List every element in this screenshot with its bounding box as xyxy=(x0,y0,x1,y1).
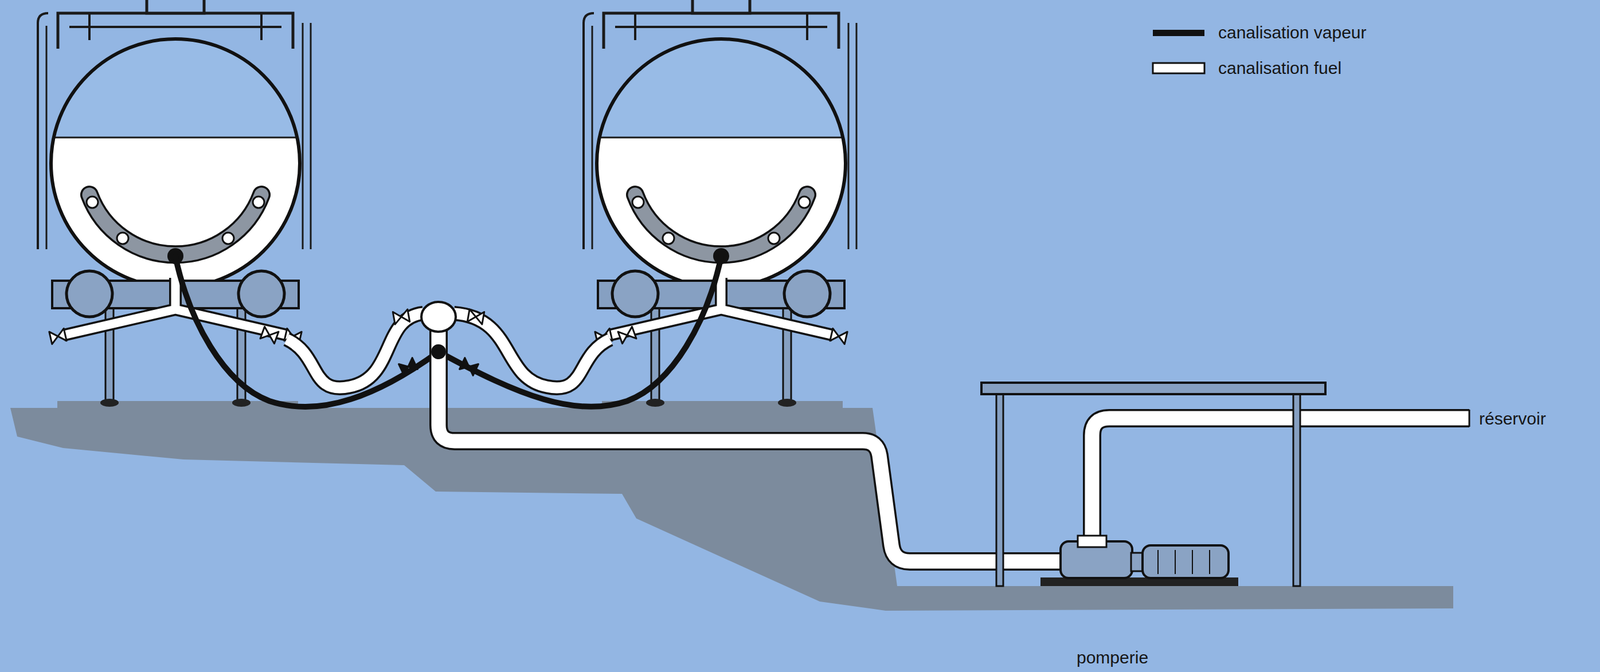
fuel-sample xyxy=(1152,63,1205,74)
illustration xyxy=(398,358,418,377)
steam-line xyxy=(438,256,722,408)
steam-junction xyxy=(431,344,447,360)
platform-plinth xyxy=(57,401,843,409)
pump-set xyxy=(1158,550,1210,575)
fuel-line xyxy=(286,313,424,389)
tank-wagon xyxy=(37,0,311,408)
legend-text: canalisation vapeur xyxy=(1218,22,1367,43)
pump-set xyxy=(1077,536,1107,548)
pump-house xyxy=(1293,394,1301,587)
fuel-line xyxy=(1092,418,1470,545)
illustration xyxy=(467,309,484,325)
illustration xyxy=(459,358,479,377)
tank-wagon xyxy=(583,0,857,408)
fuel-line xyxy=(286,313,1470,562)
tank-label: réservoir xyxy=(1479,409,1547,429)
pump-set xyxy=(1142,545,1229,579)
steam-line xyxy=(175,256,722,408)
steam-sample xyxy=(1152,29,1205,37)
pump-house xyxy=(996,394,1004,587)
steam-line xyxy=(175,256,439,408)
fuel-line xyxy=(1468,409,1471,428)
pump-set xyxy=(1040,536,1239,587)
pump-house xyxy=(981,382,1326,587)
fuel-line xyxy=(454,313,610,389)
fuel-line xyxy=(438,329,1061,562)
pump-set xyxy=(1131,553,1143,572)
pump-house-label: pomperie xyxy=(1076,648,1149,668)
fuel-line xyxy=(454,313,610,389)
illustration xyxy=(260,326,279,344)
illustration xyxy=(617,326,637,344)
illustration xyxy=(392,309,410,325)
fuel-line xyxy=(438,329,1061,562)
manifold xyxy=(421,302,456,332)
fuel-line xyxy=(1092,418,1470,545)
fuel-line xyxy=(286,313,424,389)
legend-text: canalisation fuel xyxy=(1218,58,1342,78)
pump-house xyxy=(981,382,1326,395)
